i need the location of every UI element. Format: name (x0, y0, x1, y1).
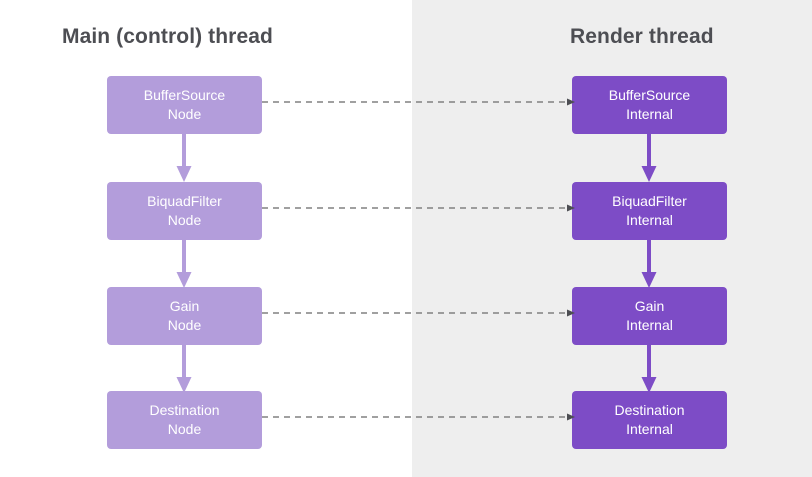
node-gain-node: Gain Node (107, 287, 262, 345)
node-label-line2: Node (167, 421, 202, 437)
main-thread-title: Main (control) thread (62, 25, 273, 48)
node-biquadfilter-node: BiquadFilter Node (107, 182, 262, 240)
sync-dashed-arrow-icon (262, 98, 575, 106)
node-label-line2: Node (167, 212, 202, 228)
sync-dashed-arrow-icon (262, 204, 575, 212)
node-label-line1: BiquadFilter (612, 193, 687, 210)
node-buffersource-internal: BufferSource Internal (572, 76, 727, 134)
node-label-line2: Internal (626, 106, 673, 122)
render-thread-title: Render thread (570, 25, 714, 48)
node-label-line1: BufferSource (143, 87, 226, 104)
node-destination-internal: Destination Internal (572, 391, 727, 449)
node-label-line1: Destination (149, 402, 220, 419)
flow-arrow-down-icon (176, 344, 192, 393)
node-label-line2: Internal (626, 317, 673, 333)
flow-arrow-down-icon (641, 344, 657, 393)
node-label-line2: Node (167, 106, 202, 122)
flow-arrow-down-icon (176, 133, 192, 182)
node-buffersource-node: BufferSource Node (107, 76, 262, 134)
node-label-line1: Destination (614, 402, 685, 419)
sync-dashed-arrow-icon (262, 413, 575, 421)
flow-arrow-down-icon (641, 133, 657, 182)
node-label-line1: Gain (169, 298, 200, 315)
node-label-line2: Node (167, 317, 202, 333)
node-label-line2: Internal (626, 212, 673, 228)
node-label-line1: Gain (634, 298, 665, 315)
sync-dashed-arrow-icon (262, 309, 575, 317)
node-label-line2: Internal (626, 421, 673, 437)
node-label-line1: BiquadFilter (147, 193, 222, 210)
node-destination-node: Destination Node (107, 391, 262, 449)
flow-arrow-down-icon (641, 239, 657, 288)
node-gain-internal: Gain Internal (572, 287, 727, 345)
node-label-line1: BufferSource (608, 87, 691, 104)
flow-arrow-down-icon (176, 239, 192, 288)
node-biquadfilter-internal: BiquadFilter Internal (572, 182, 727, 240)
